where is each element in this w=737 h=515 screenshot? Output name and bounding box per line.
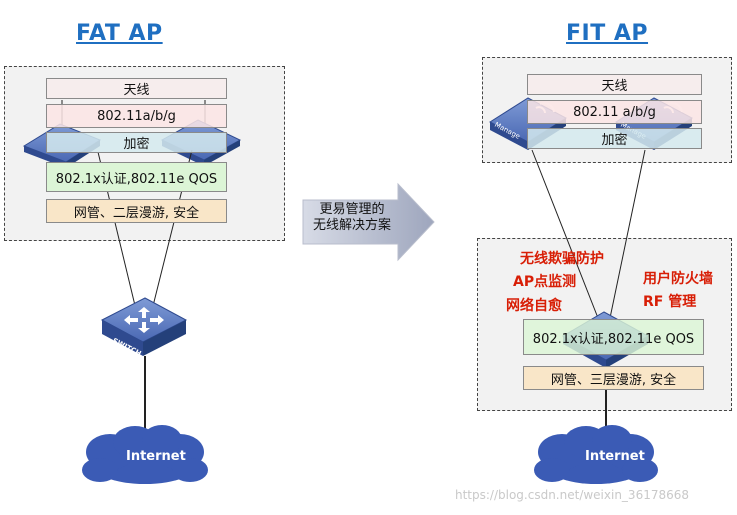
right-layer-auth: 802.1x认证,802.11e QOS bbox=[523, 319, 704, 355]
left-layer-antenna: 天线 bbox=[46, 78, 227, 99]
transition-text-line1: 更易管理的 bbox=[319, 202, 385, 217]
right-layer-antenna: 天线 bbox=[527, 74, 702, 95]
left-layer-encryption: 加密 bbox=[46, 132, 227, 153]
right-cloud-icon bbox=[534, 425, 658, 484]
left-internet-label: Internet bbox=[126, 449, 186, 464]
right-cable-2 bbox=[609, 149, 646, 319]
fit-ap-title: FIT AP bbox=[566, 21, 649, 46]
right-layer-mgmt: 网管、三层漫游, 安全 bbox=[523, 366, 704, 390]
feature-ap-monitoring: AP点监测 bbox=[513, 274, 577, 290]
transition-text-line2: 无线解决方案 bbox=[312, 218, 391, 233]
right-internet-label: Internet bbox=[585, 449, 645, 464]
left-layer-auth: 802.1x认证,802.11e QOS bbox=[46, 162, 227, 192]
transition-arrow-icon bbox=[302, 182, 435, 262]
feature-self-healing: 网络自愈 bbox=[506, 298, 562, 314]
feature-user-firewall: 用户防火墙 bbox=[643, 271, 713, 287]
switch-icon bbox=[100, 297, 188, 356]
right-cable-1 bbox=[531, 149, 599, 319]
transition-text: 更易管理的 无线解决方案 bbox=[306, 202, 398, 234]
left-layer-mgmt: 网管、二层漫游, 安全 bbox=[46, 199, 227, 223]
right-layer-protocol: 802.11 a/b/g bbox=[527, 100, 702, 124]
left-layer-protocol: 802.11a/b/g bbox=[46, 104, 227, 128]
feature-anti-spoofing: 无线欺骗防护 bbox=[520, 251, 604, 267]
right-layer-encryption: 加密 bbox=[527, 128, 702, 149]
left-cloud-icon bbox=[82, 425, 208, 484]
watermark: https://blog.csdn.net/weixin_36178668 bbox=[455, 488, 690, 502]
feature-rf-management: RF 管理 bbox=[643, 294, 697, 310]
fat-ap-title: FAT AP bbox=[76, 21, 163, 46]
